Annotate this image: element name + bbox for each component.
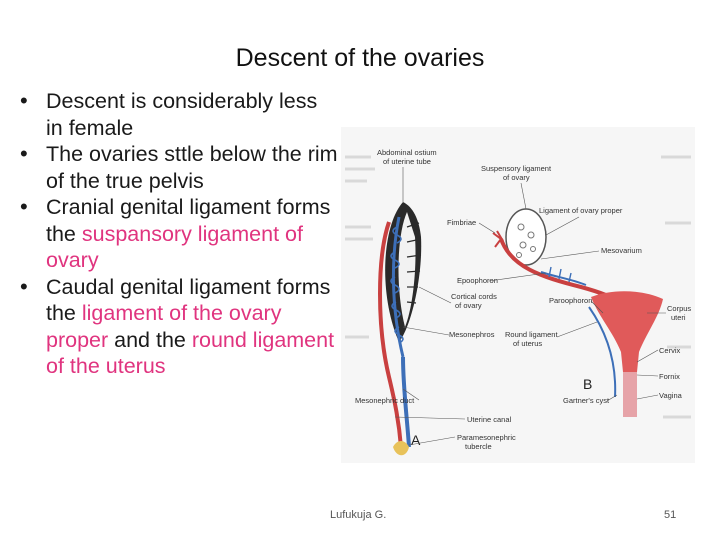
label-suspensory-ligament: Suspensory ligament [481,164,552,173]
page-number: 51 [664,509,677,521]
label-paramesonephric: Paramesonephric [457,433,516,442]
bullet-item: Descent is considerably less in female [18,88,338,141]
bullet-item: Caudal genital ligament forms the ligame… [18,274,338,380]
ovary-descent-diagram: A B [345,148,691,456]
label-uterine-canal: Uterine canal [467,415,512,424]
bullet-text: Cranial genital ligament forms the [46,195,331,246]
label-suspensory-of-ovary: of ovary [503,173,530,182]
highlighted-text: ligament of the ovary proper [46,301,282,352]
bullet-text: The ovaries sttle below the rim of the t… [46,142,338,193]
label-uteri: uteri [671,313,686,322]
label-round-ligament: Round ligament [505,330,558,339]
figure-labels: Abdominal ostium of uterine tube Suspens… [355,148,691,451]
label-mesonephros: Mesonephros [449,330,495,339]
bullet-text: Caudal genital ligament forms the [46,274,331,326]
label-cervix: Cervix [659,346,681,355]
label-cortical-cords: Cortical cords [451,292,497,301]
footer-author: Lufukuja G. [330,509,387,521]
label-mesonephric-duct: Mesonephric duct [355,396,415,405]
label-tubercle: tubercle [465,442,492,451]
highlighted-text: round ligament of the uterus [46,327,335,379]
label-fornix: Fornix [659,372,680,381]
panel-b-label: B [583,376,592,392]
panel-a-drawing: A [378,202,422,456]
anatomy-figure: A B [341,127,695,463]
label-epoophoron: Epoophoron [457,276,498,285]
highlighted-text: suspansory ligament of ovary [46,221,303,273]
label-abdominal-ostium: Abdominal ostium [377,148,437,157]
label-paroophoron: Paroophoron [549,296,592,305]
label-cortical-of-ovary: of ovary [455,301,482,310]
label-round-of-uterus: of uterus [513,339,542,348]
label-corpus: Corpus [667,304,691,313]
panel-a-label: A [411,432,421,448]
bullet-text: Descent is considerably less in female [46,89,318,140]
label-vagina: Vagina [659,391,683,400]
label-fimbriae: Fimbriae [447,218,476,227]
bullet-list: Descent is considerably less in femaleTh… [18,88,338,380]
leader-lines [394,167,666,446]
label-ligament-ovary-proper: Ligament of ovary proper [539,206,623,215]
bullet-item: Cranial genital ligament forms the suspa… [18,194,338,274]
label-of-uterine-tube: of uterine tube [383,157,431,166]
bullet-text: and the [108,327,192,352]
panel-b-drawing: B [492,208,663,417]
bullet-item: The ovaries sttle below the rim of the t… [18,141,338,194]
slide-title: Descent of the ovaries [235,44,485,72]
label-gartners-cyst: Gartner's cyst [563,396,610,405]
label-mesovarium: Mesovarium [601,246,642,255]
